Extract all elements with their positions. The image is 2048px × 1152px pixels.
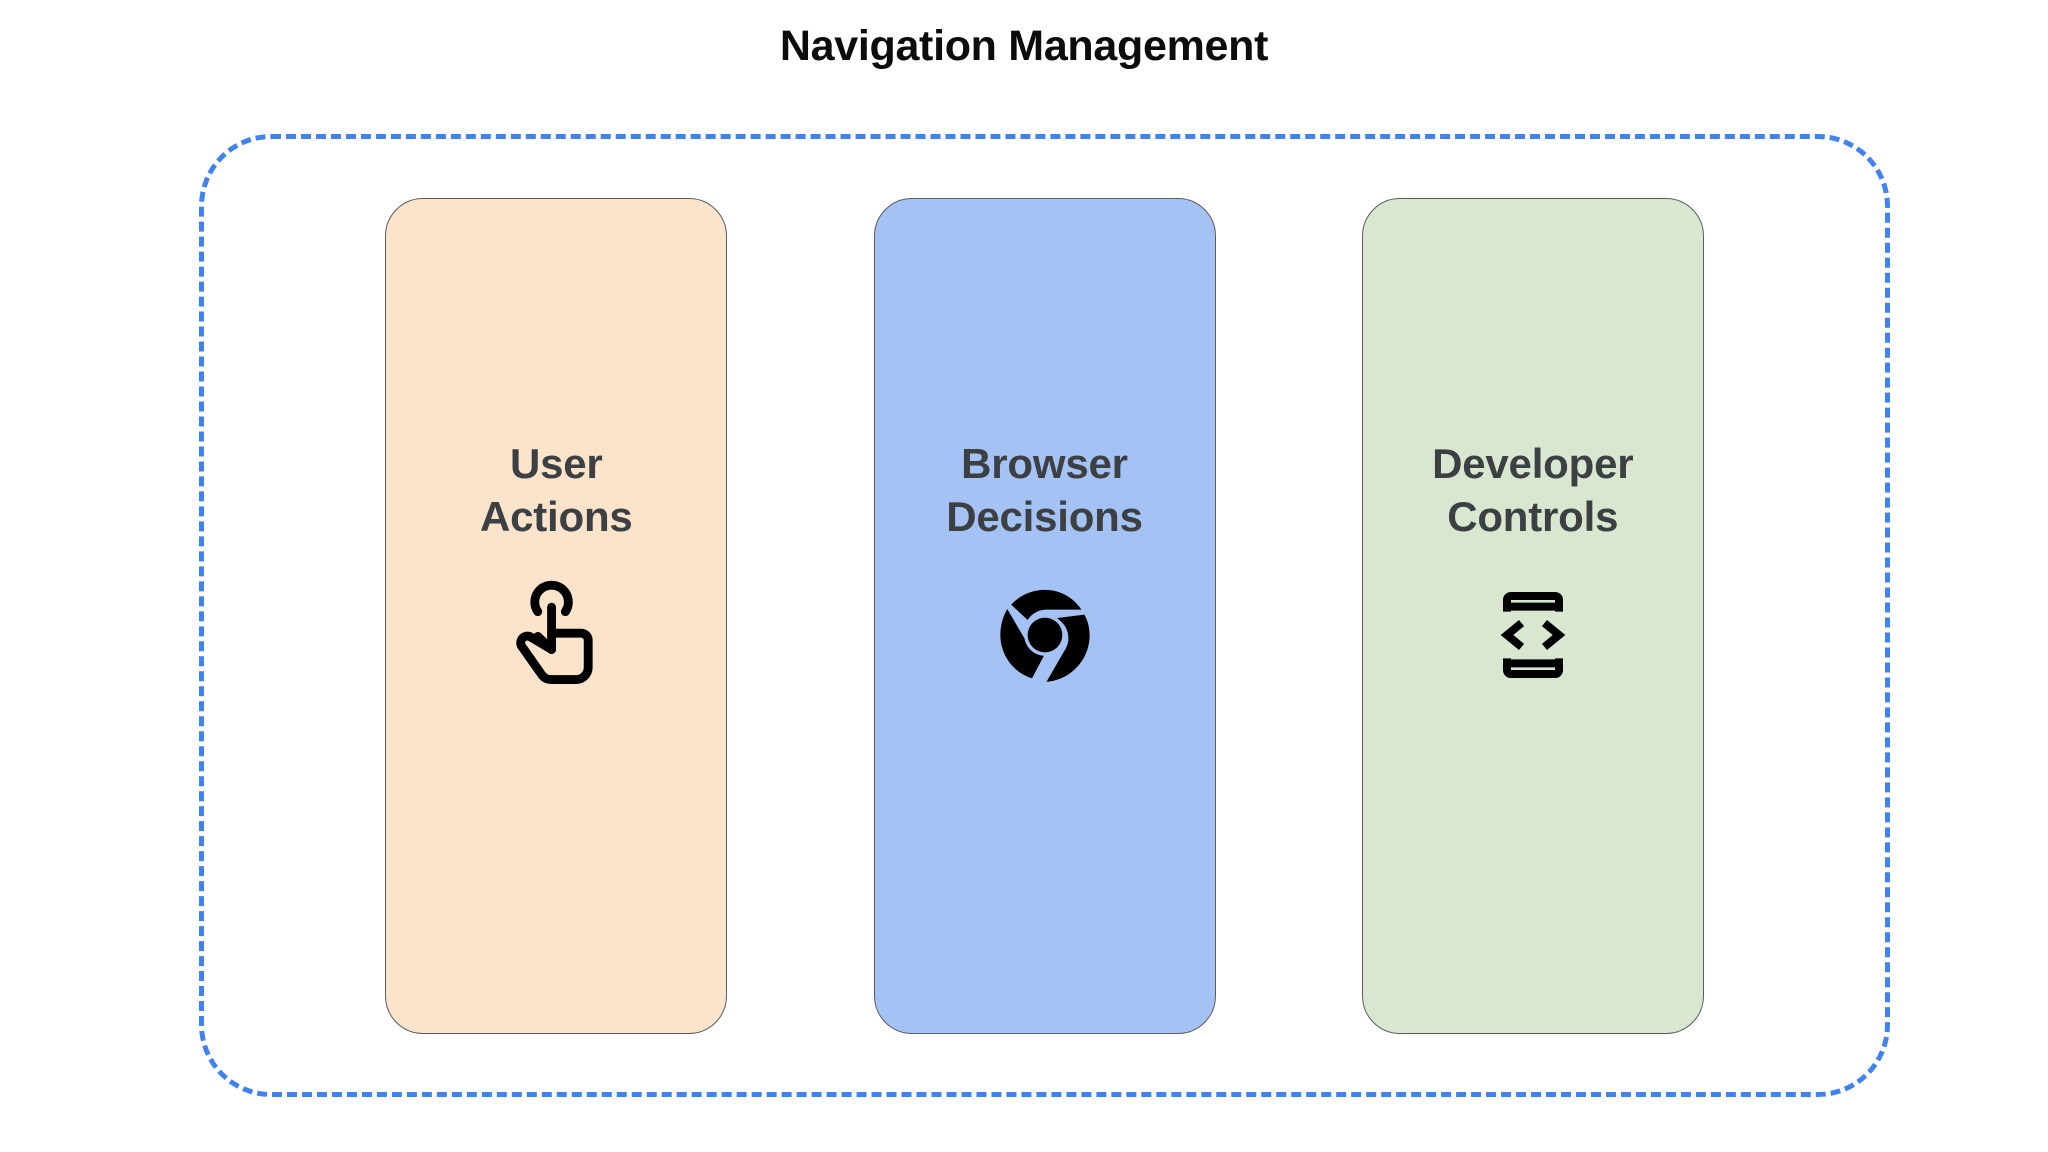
card-label-line1: User: [509, 439, 603, 487]
card-content: Browser Decisions: [946, 437, 1143, 695]
card-label-line2: Controls: [1447, 493, 1619, 541]
card-browser-decisions[interactable]: Browser Decisions: [873, 197, 1216, 1034]
card-label-line1: Developer: [1432, 439, 1634, 487]
card-user-actions[interactable]: User Actions: [385, 197, 728, 1034]
touch-app-icon: [497, 576, 615, 694]
card-developer-controls[interactable]: Developer Controls: [1361, 197, 1704, 1034]
card-label-user-actions: User Actions: [480, 437, 633, 545]
card-label-line2: Decisions: [946, 493, 1143, 541]
page-title: Navigation Management: [779, 22, 1269, 70]
navigation-management-group-boundary: [199, 134, 1890, 1097]
card-label-line2: Actions: [479, 493, 633, 541]
chrome-logo-icon: [986, 576, 1104, 694]
card-label-browser-decisions: Browser Decisions: [946, 437, 1143, 545]
card-content: User Actions: [480, 437, 633, 695]
card-content: Developer Controls: [1432, 437, 1634, 695]
card-label-line1: Browser: [961, 439, 1128, 487]
developer-mode-icon: [1474, 576, 1592, 694]
cards-row: User Actions: [199, 134, 1890, 1097]
card-label-developer-controls: Developer Controls: [1432, 437, 1633, 545]
